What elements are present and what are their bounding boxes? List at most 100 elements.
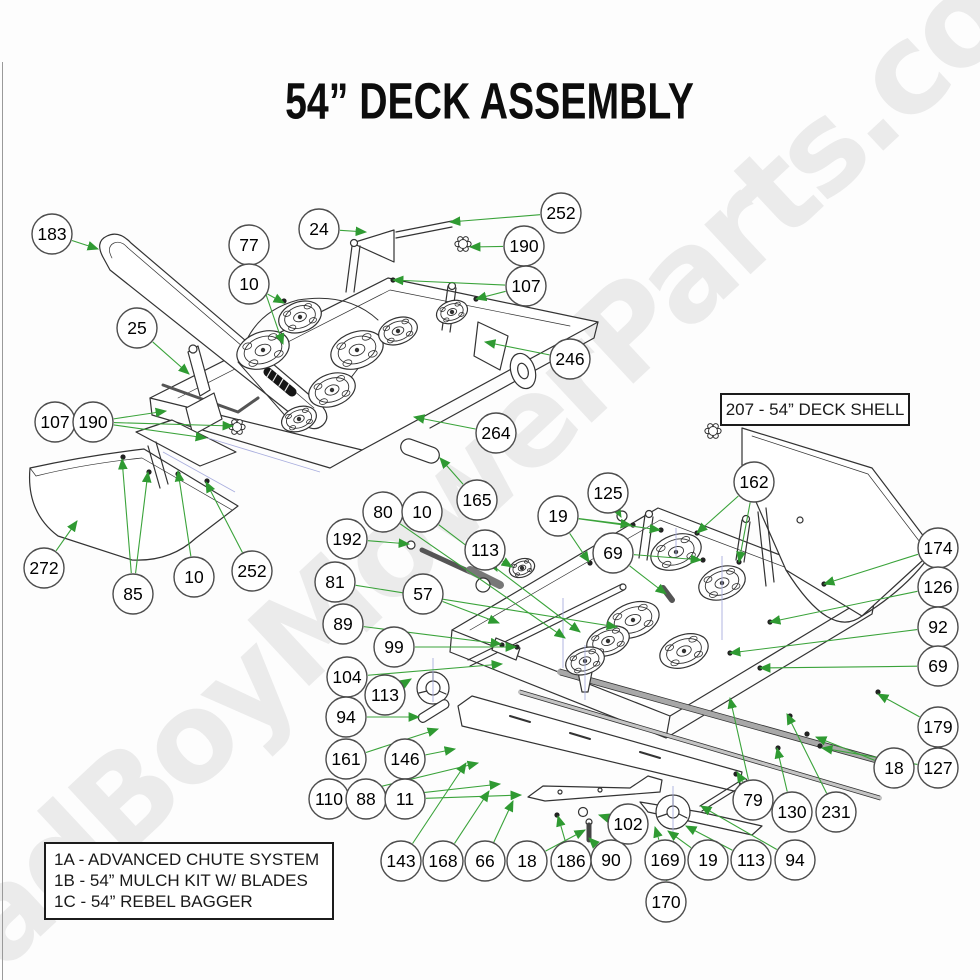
callout-number: 104: [332, 667, 361, 687]
star-knob: [228, 419, 246, 435]
leader-line: [653, 825, 663, 841]
callout-19: 19: [537, 495, 579, 537]
callout-113: 113: [364, 674, 406, 716]
leader-line: [425, 746, 457, 756]
leader-line: [774, 746, 788, 792]
callout-number: 18: [517, 851, 536, 871]
callout-number: 19: [548, 506, 567, 526]
callout-number: 94: [336, 707, 356, 727]
callout-number: 94: [785, 850, 805, 870]
callout-94: 94: [774, 839, 816, 881]
callout-174: 174: [917, 527, 959, 569]
callout-number: 169: [650, 850, 679, 870]
callout-number: 24: [309, 219, 329, 239]
leader-line: [493, 800, 514, 843]
pulley: [308, 372, 356, 408]
star-knob: [704, 423, 722, 439]
leader-line: [696, 495, 739, 534]
callout-number: 272: [29, 558, 58, 578]
callout-143: 143: [380, 840, 422, 882]
callout-81: 81: [314, 561, 356, 603]
leader-line: [152, 341, 190, 375]
leader-line: [814, 736, 875, 761]
callout-170: 170: [645, 881, 687, 923]
callout-104: 104: [326, 656, 368, 698]
callout-number: 162: [739, 472, 768, 492]
leader-line: [71, 239, 100, 251]
page-title: 54” DECK ASSEMBLY: [285, 73, 695, 131]
callout-169: 169: [644, 839, 686, 881]
leader-line: [468, 241, 504, 252]
star-knob: [454, 236, 472, 252]
callout-127: 127: [917, 747, 959, 789]
fastener: [804, 731, 810, 737]
callout-19: 19: [687, 839, 729, 881]
leader-line: [355, 584, 619, 631]
leader-line: [412, 414, 476, 430]
callout-272: 272: [23, 547, 65, 589]
callout-162: 162: [733, 461, 775, 503]
leader-line: [569, 533, 590, 563]
deck-line-drawing: [28, 220, 935, 843]
fastener: [875, 689, 881, 695]
callout-146: 146: [384, 738, 426, 780]
callout-number: 170: [651, 892, 680, 912]
leader-line: [736, 502, 751, 564]
callout-10: 10: [228, 263, 270, 305]
leader-line: [758, 663, 918, 673]
leader-line: [412, 762, 467, 844]
callout-number: 168: [428, 851, 457, 871]
callout-10: 10: [173, 556, 215, 598]
callout-252: 252: [231, 550, 273, 592]
callout-number: 165: [462, 490, 491, 510]
leader-line: [113, 407, 168, 420]
callout-107: 107: [34, 401, 76, 443]
callout-number: 190: [78, 412, 107, 432]
callout-number: 25: [127, 318, 146, 338]
leader-line: [685, 825, 733, 851]
callout-number: 66: [475, 851, 494, 871]
callout-number: 107: [511, 276, 540, 296]
leader-line: [425, 790, 523, 801]
callout-number: 179: [923, 717, 952, 737]
legend-item-1a: 1A - ADVANCED CHUTE SYSTEM: [54, 850, 320, 869]
leader-line: [588, 837, 600, 849]
leader-line: [556, 814, 566, 841]
callout-92: 92: [917, 606, 959, 648]
fastener: [775, 745, 781, 751]
leader-line: [487, 559, 498, 572]
callout-number: 246: [555, 349, 584, 369]
leader-line: [597, 813, 611, 823]
callout-number: 146: [390, 749, 419, 769]
fastener: [146, 469, 152, 475]
callout-number: 126: [923, 577, 952, 597]
callout-179: 179: [917, 706, 959, 748]
callout-number: 183: [37, 224, 66, 244]
leader-line: [786, 713, 828, 794]
fastener: [554, 812, 560, 818]
callout-number: 113: [737, 850, 765, 870]
callout-number: 192: [332, 529, 361, 549]
callout-number: 92: [928, 617, 947, 637]
leader-lines: [55, 214, 920, 882]
callout-number: 90: [601, 850, 621, 870]
callout-number: 79: [743, 790, 762, 810]
callout-165: 165: [456, 479, 498, 521]
leader-line: [438, 524, 581, 633]
callout-number: 80: [373, 502, 393, 522]
callout-79: 79: [732, 779, 774, 821]
callout-number: 18: [884, 758, 903, 778]
callout-number: 10: [239, 274, 259, 294]
callout-69: 69: [592, 532, 634, 574]
callout-number: 125: [593, 483, 622, 503]
callout-190: 190: [503, 225, 545, 267]
callout-number: 10: [412, 502, 432, 522]
leader-line: [736, 771, 747, 784]
callout-252: 252: [540, 192, 582, 234]
fastener: [700, 557, 706, 563]
leader-line: [205, 481, 243, 553]
pulley: [278, 300, 322, 334]
leader-line: [667, 830, 692, 849]
